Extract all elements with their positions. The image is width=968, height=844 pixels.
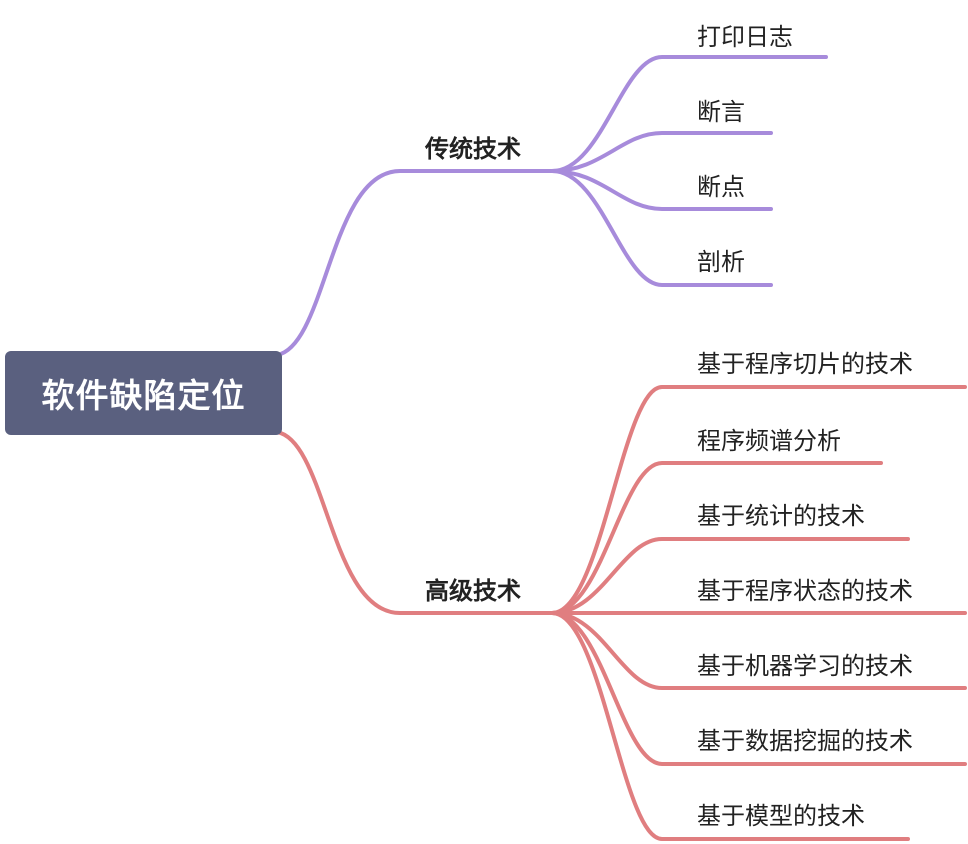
leaf-connector-data-mining (550, 611, 967, 766)
leaf-connector-program-slicing (550, 385, 967, 615)
leaf-node-profiling[interactable]: 剖析 (697, 248, 745, 276)
leaf-node-model-based[interactable]: 基于模型的技术 (697, 802, 865, 830)
root-to-branch-connector (275, 169, 554, 357)
leaf-node-breakpoint[interactable]: 断点 (697, 173, 745, 201)
leaf-connector-breakpoint (550, 169, 773, 211)
leaf-node-assertion[interactable]: 断言 (697, 98, 745, 126)
leaf-node-spectrum-analysis[interactable]: 程序频谱分析 (697, 427, 841, 455)
branch-node-advanced[interactable]: 高级技术 (425, 577, 521, 605)
leaf-node-statistical[interactable]: 基于统计的技术 (697, 502, 865, 530)
root-node[interactable]: 软件缺陷定位 (5, 351, 282, 435)
leaf-connector-profiling (550, 169, 773, 287)
leaf-connector-model-based (550, 611, 910, 841)
leaf-connector-assertion (550, 131, 773, 173)
branch-node-traditional[interactable]: 传统技术 (425, 135, 521, 163)
leaf-connector-spectrum-analysis (550, 461, 883, 615)
leaf-connector-statistical (550, 537, 910, 615)
leaf-node-print-log[interactable]: 打印日志 (697, 23, 793, 51)
leaf-node-program-state[interactable]: 基于程序状态的技术 (697, 577, 913, 605)
leaf-node-data-mining[interactable]: 基于数据挖掘的技术 (697, 727, 913, 755)
leaf-connector-machine-learning (550, 611, 967, 690)
root-node-label: 软件缺陷定位 (41, 376, 246, 415)
leaf-node-program-slicing[interactable]: 基于程序切片的技术 (697, 350, 913, 378)
branch-traditional-connectors (275, 55, 828, 357)
branch-advanced-connectors (275, 385, 967, 841)
leaf-node-machine-learning[interactable]: 基于机器学习的技术 (697, 652, 913, 680)
leaf-connector-print-log (550, 55, 828, 173)
root-to-branch-connector (275, 430, 554, 615)
